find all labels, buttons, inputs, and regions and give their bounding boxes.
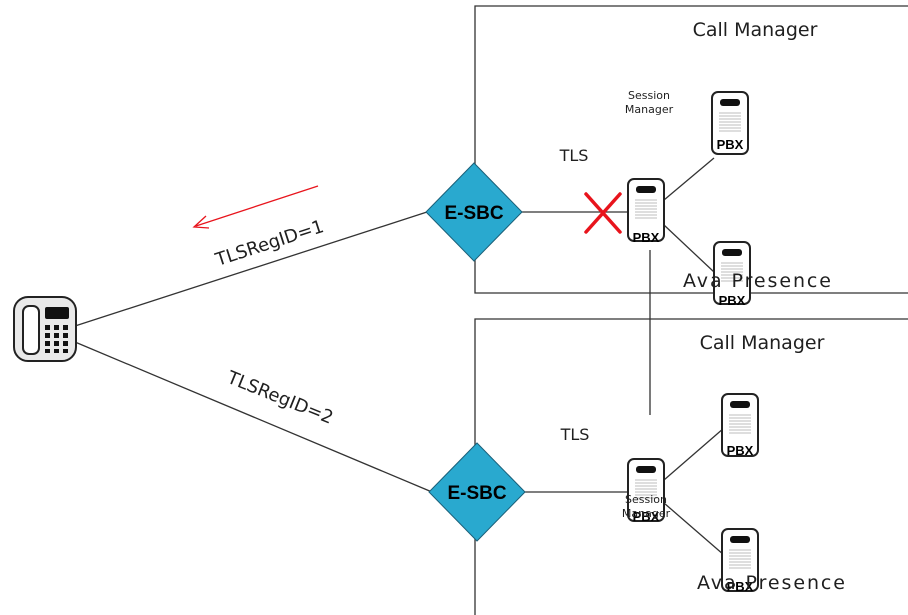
lower-call-manager-title: Call Manager [700,332,825,354]
lower-sm-to-pbx2-line [663,502,725,556]
pbx-label: PBX [727,443,754,458]
pbx-label: PBX [633,509,660,524]
lower-call-manager-box [474,318,908,615]
upper-presence-label: Ava Presence [683,270,831,292]
lower-link-label: TLSRegID=2 [223,367,336,429]
lower-session-manager-server: PBX [627,458,665,524]
upper-tls-label: TLS [559,146,589,165]
lower-pbx-1: PBX [721,393,759,458]
pbx-label: PBX [727,579,754,594]
lower-sm-to-pbx1-line [663,427,725,481]
upper-call-manager-title: Call Manager [693,19,818,41]
lower-presence-label: Ava Presence [697,572,845,594]
desk-phone-icon [13,296,77,362]
lower-tls-label: TLS [560,425,590,444]
arrow-left-icon [192,185,319,229]
upper-pbx-1: PBX [711,91,749,155]
pbx-label: PBX [633,230,660,245]
x-mark-icon [584,192,622,234]
pbx-label: PBX [717,137,744,152]
lower-esbc-node: E-SBC [428,442,526,542]
pbx-label: PBX [719,293,746,308]
phone-to-upper-sbc-line [74,211,428,327]
upper-sm-to-pbx1-line [663,157,715,201]
upper-esbc-node: E-SBC [425,162,523,262]
upper-session-manager-server: PBX [627,178,665,245]
upper-pbx-2: PBX [713,241,751,308]
upper-esbc-label: E-SBC [444,203,503,224]
upper-call-manager-box [474,5,908,294]
lower-pbx-2: PBX [721,528,759,594]
upper-sm-to-pbx2-line [663,224,715,273]
lower-esbc-label: E-SBC [447,483,506,504]
phone-to-lower-sbc-line [74,341,433,493]
